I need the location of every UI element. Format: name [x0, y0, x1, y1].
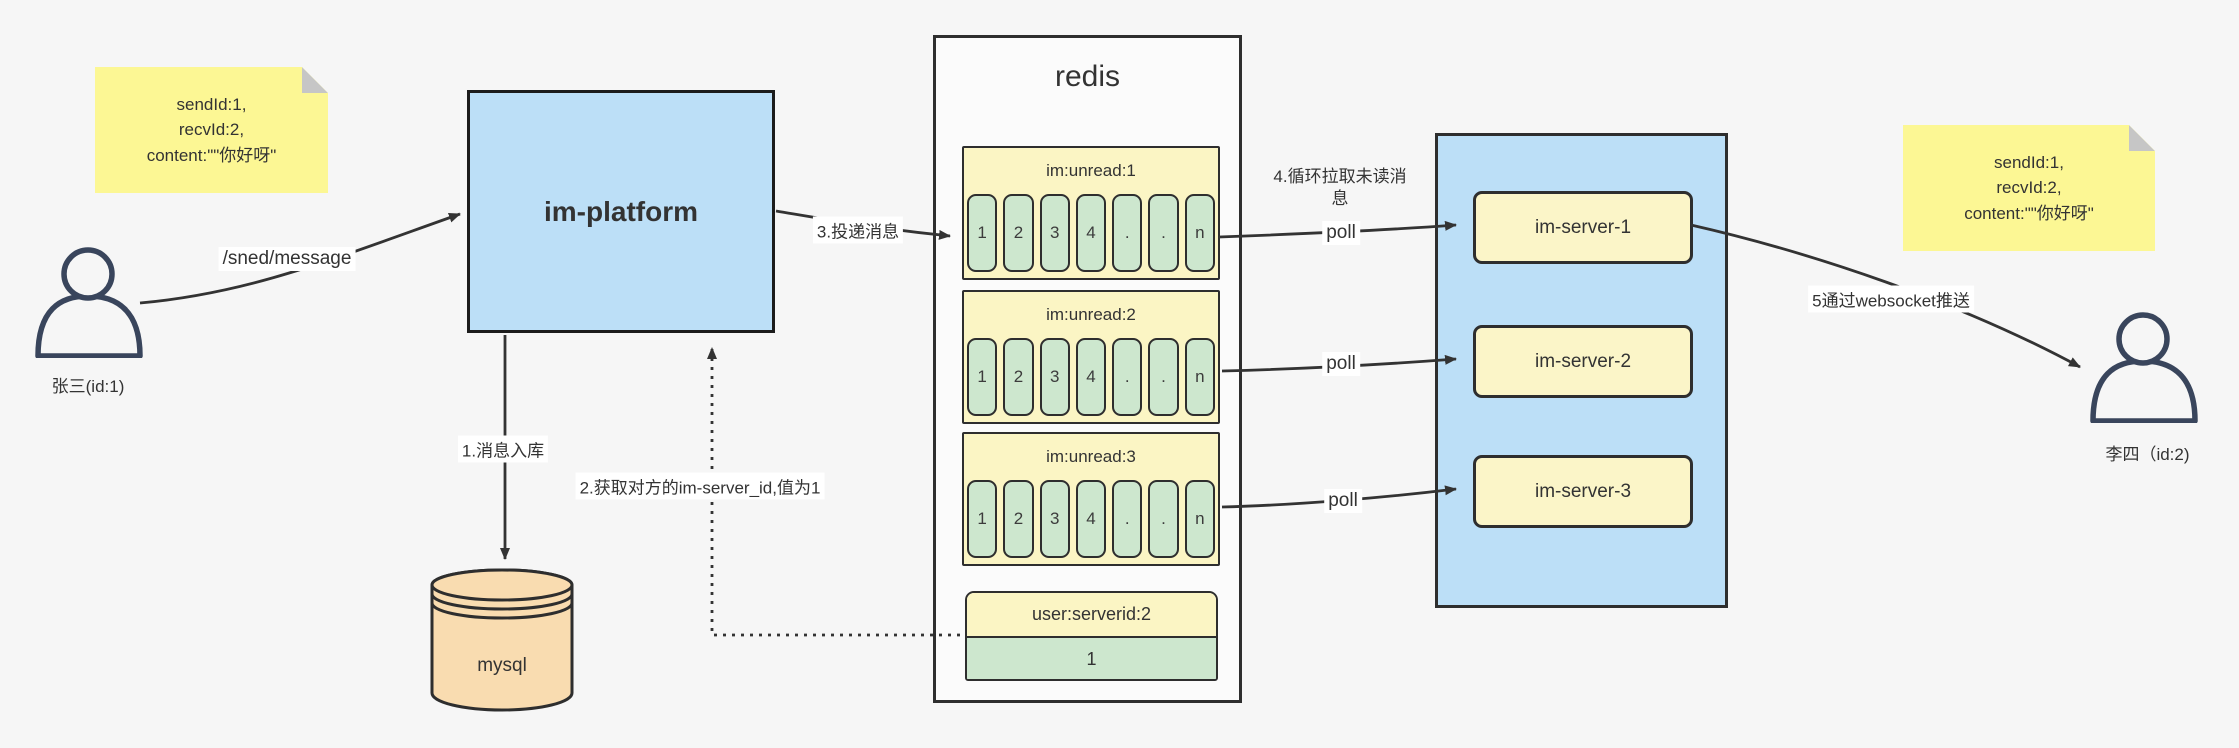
receiver-name-label: 李四（id:2) — [2105, 445, 2190, 464]
queue-cell: 4 — [1075, 338, 1107, 416]
im-platform-node: im-platform — [467, 90, 775, 333]
note-line: content:""你好呀" — [1964, 203, 2094, 223]
sticky-note-sender: sendId:1, recvId:2, content:""你好呀" — [95, 67, 328, 193]
im-platform-title: im-platform — [544, 195, 698, 227]
queue-cell: . — [1148, 338, 1179, 416]
store-db-label: 1.消息入库 — [457, 435, 549, 463]
im-server-3-label: im-server-3 — [1534, 480, 1632, 502]
im-server-3-node: im-server-3 — [1473, 455, 1693, 528]
push-websocket-label: 5通过websocket推送 — [1808, 285, 1974, 313]
im-server-2-node: im-server-2 — [1473, 325, 1693, 398]
queue-name: im:unread:3 — [1046, 447, 1136, 466]
queue-cell: . — [1148, 194, 1179, 272]
mysql-database-icon — [430, 568, 574, 712]
note-line: recvId:2, — [1996, 178, 2062, 198]
queue-cell: 2 — [1003, 480, 1034, 558]
queue-cell: 3 — [1039, 194, 1070, 272]
queue-name: im:unread:1 — [1046, 161, 1136, 180]
sender-name-label: 张三(id:1) — [51, 377, 125, 396]
pull-unread-label: 4.循环拉取未读消息 — [1273, 166, 1407, 208]
queue-cell: . — [1112, 480, 1143, 558]
queue-cell: 3 — [1039, 480, 1070, 558]
queue-name: im:unread:2 — [1046, 305, 1136, 324]
queue-cell: . — [1112, 338, 1143, 416]
queue-cell: n — [1184, 338, 1215, 416]
im-server-cluster: im-server-1 im-server-2 im-server-3 — [1435, 133, 1728, 608]
user-icon-receiver — [2090, 312, 2198, 423]
sticky-note-receiver: sendId:1, recvId:2, content:""你好呀" — [1903, 125, 2155, 251]
queue-cell: 4 — [1075, 480, 1107, 558]
queue-cell: 4 — [1075, 194, 1107, 272]
im-server-2-label: im-server-2 — [1534, 350, 1632, 372]
queue-cell: 1 — [967, 338, 998, 416]
queue-cell: 1 — [967, 194, 998, 272]
poll-label-2: poll — [1322, 352, 1360, 376]
note-line: content:""你好呀" — [146, 145, 277, 165]
kv-key: user:serverid:2 — [967, 593, 1216, 638]
queue-cell: 2 — [1003, 194, 1034, 272]
kv-value: 1 — [967, 638, 1216, 679]
queue-cell: 2 — [1003, 338, 1034, 416]
send-message-label: /sned/message — [218, 247, 356, 271]
kv-user-serverid: user:serverid:2 1 — [965, 591, 1218, 681]
poll-label-1: poll — [1322, 221, 1360, 245]
lookup-serverid-label: 2.获取对方的im-server_id,值为1 — [575, 472, 825, 500]
poll-label-3: poll — [1324, 489, 1362, 513]
note-fold-icon — [302, 67, 328, 93]
queue-cell: . — [1148, 480, 1179, 558]
queue-cell: 3 — [1039, 338, 1070, 416]
deliver-message-label: 3.投递消息 — [812, 216, 904, 244]
note-fold-icon — [2129, 125, 2155, 151]
note-line: sendId:1, — [176, 94, 247, 114]
redis-title: redis — [1054, 60, 1121, 93]
queue-cell: . — [1112, 194, 1143, 272]
note-line: recvId:2, — [178, 120, 245, 140]
queue-cell: n — [1184, 194, 1215, 272]
im-server-1-node: im-server-1 — [1473, 191, 1693, 264]
queue-cell: 1 — [967, 480, 998, 558]
user-icon-sender — [35, 247, 143, 358]
im-server-1-label: im-server-1 — [1534, 216, 1632, 238]
mysql-label: mysql — [477, 655, 527, 676]
queue-cell: n — [1184, 480, 1215, 558]
note-line: sendId:1, — [1994, 152, 2064, 172]
